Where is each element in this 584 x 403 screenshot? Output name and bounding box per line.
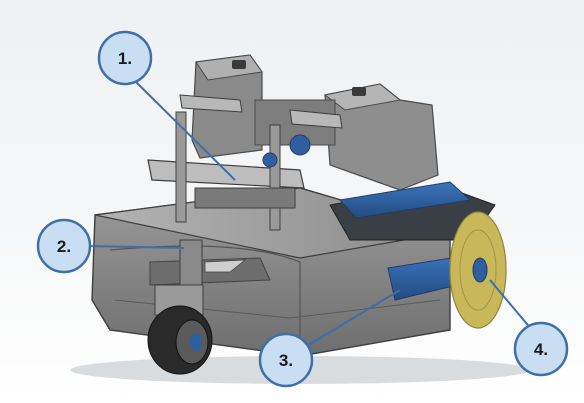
callout-1: 1. bbox=[97, 30, 153, 86]
callout-3-label: 3. bbox=[279, 351, 293, 370]
mounting-bracket bbox=[147, 94, 343, 231]
caster-wheel bbox=[147, 239, 213, 375]
side-brush bbox=[449, 211, 507, 329]
callout-2: 2. bbox=[36, 218, 92, 274]
callout-4-label: 4. bbox=[534, 340, 548, 359]
callout-1-label: 1. bbox=[118, 49, 132, 68]
leader-lines bbox=[87, 77, 533, 351]
callout-3: 3. bbox=[258, 332, 314, 388]
callout-4: 4. bbox=[513, 321, 569, 377]
callout-2-label: 2. bbox=[57, 237, 71, 256]
